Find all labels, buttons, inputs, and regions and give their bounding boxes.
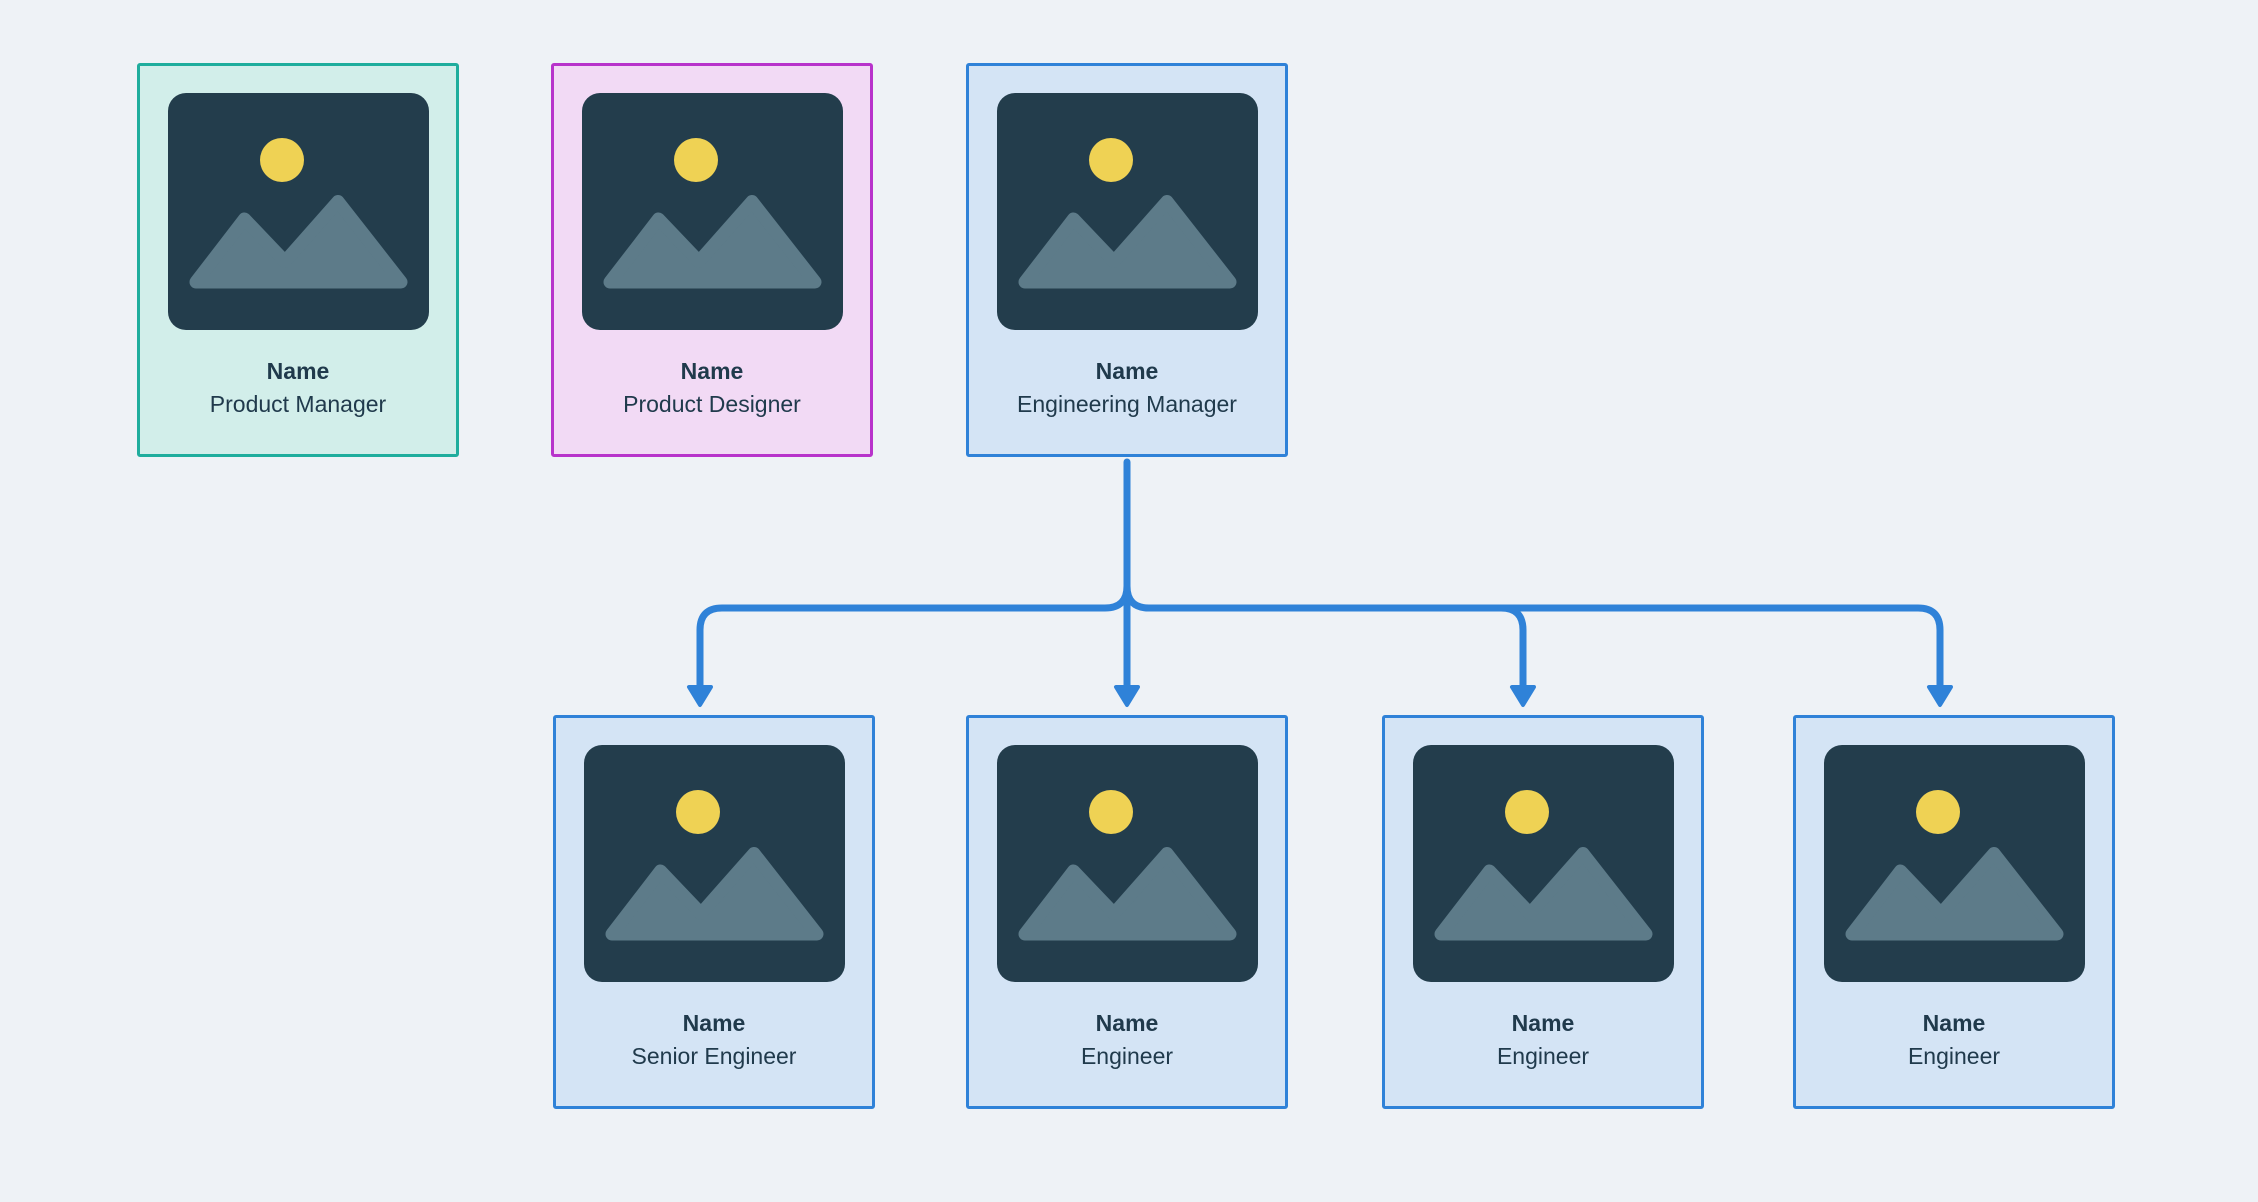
- connector-branch-left[interactable]: [696, 582, 1131, 692]
- card-name: Name: [1095, 1010, 1159, 1036]
- connector-drop-third[interactable]: [1497, 604, 1527, 692]
- image-placeholder-icon: [996, 93, 1258, 330]
- image-placeholder-icon: [581, 93, 843, 330]
- image-placeholder-icon: [1412, 745, 1674, 982]
- connector-paths[interactable]: [696, 458, 1944, 692]
- org-card-engineering-manager[interactable]: Name Engineering Manager: [966, 63, 1288, 457]
- org-card-engineer-1[interactable]: Name Engineer: [966, 715, 1288, 1109]
- card-role: Engineer: [1496, 1043, 1590, 1069]
- card-name: Name: [682, 1010, 746, 1036]
- org-card-engineer-3[interactable]: Name Engineer: [1793, 715, 2115, 1109]
- card-role: Engineer: [1080, 1043, 1174, 1069]
- image-placeholder-icon: [1823, 745, 2085, 982]
- org-card-product-manager[interactable]: Name Product Manager: [137, 63, 459, 457]
- image-placeholder-icon: [167, 93, 429, 330]
- card-name: Name: [1511, 1010, 1575, 1036]
- card-name: Name: [680, 358, 744, 384]
- image-placeholder-icon: [583, 745, 845, 982]
- arrowhead-icon: [1510, 685, 1536, 707]
- org-card-product-designer[interactable]: Name Product Designer: [551, 63, 873, 457]
- org-card-senior-engineer[interactable]: Name Senior Engineer: [553, 715, 875, 1109]
- card-role: Engineering Manager: [1017, 391, 1237, 417]
- card-name: Name: [1922, 1010, 1986, 1036]
- image-placeholder-icon: [996, 745, 1258, 982]
- card-role: Engineer: [1907, 1043, 2001, 1069]
- org-card-engineer-2[interactable]: Name Engineer: [1382, 715, 1704, 1109]
- arrowhead-icon: [1114, 685, 1140, 707]
- arrowhead-icon: [1927, 685, 1953, 707]
- card-name: Name: [1095, 358, 1159, 384]
- card-role: Product Designer: [623, 391, 801, 417]
- arrowhead-icon: [687, 685, 713, 707]
- card-role: Senior Engineer: [631, 1043, 797, 1069]
- connector-branch-right[interactable]: [1123, 582, 1944, 692]
- connector-arrowheads: [687, 685, 1953, 707]
- card-name: Name: [266, 358, 330, 384]
- card-role: Product Manager: [209, 391, 387, 417]
